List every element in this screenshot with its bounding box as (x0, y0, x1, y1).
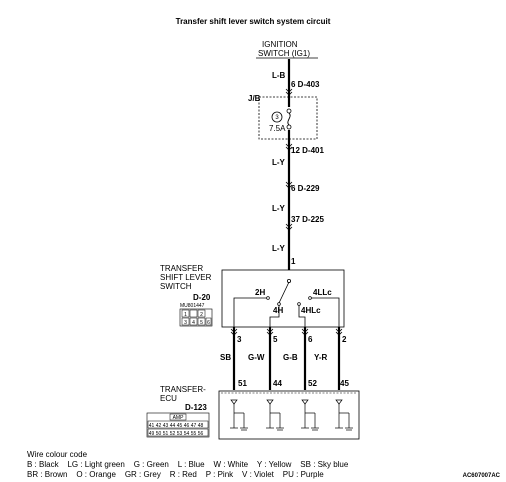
junction-block-label: J/B (248, 94, 261, 103)
connector-c2-symbol (285, 143, 293, 151)
connector-label-c3: 6 D-229 (291, 184, 320, 193)
switch-input-pin: 1 (291, 257, 296, 266)
fuse-number-circle (271, 111, 283, 123)
switch-output-pin-5: 5 (273, 335, 278, 344)
wire-label-gb: G-B (283, 353, 298, 362)
fuse-bottom-terminal (286, 124, 292, 130)
svg-text:49: 49 (149, 431, 155, 437)
svg-text:50: 50 (156, 431, 162, 437)
ecu-input-circuits (230, 399, 353, 431)
svg-text:3: 3 (184, 320, 187, 326)
svg-text:53: 53 (177, 431, 183, 437)
switch-output-pin-6: 6 (308, 335, 313, 344)
svg-text:44: 44 (170, 423, 176, 429)
svg-text:48: 48 (198, 423, 204, 429)
svg-text:1: 1 (184, 312, 187, 318)
ecu-pin-51: 51 (238, 379, 247, 388)
legend-heading: Wire colour code (27, 450, 88, 459)
svg-text:55: 55 (191, 431, 197, 437)
switch-output-pin-2: 2 (342, 335, 347, 344)
svg-text:46: 46 (184, 423, 190, 429)
svg-text:56: 56 (198, 431, 204, 437)
ecu-pin-44: 44 (273, 379, 282, 388)
wire-label-lb: L-B (272, 71, 286, 80)
ecu-label-1: TRANSFER- (160, 385, 206, 394)
connector-label-c1: 6 D-403 (291, 80, 320, 89)
svg-text:4: 4 (192, 320, 195, 326)
switch-label-1: TRANSFER (160, 264, 203, 273)
svg-text:52: 52 (170, 431, 176, 437)
svg-text:51: 51 (163, 431, 169, 437)
position-4h: 4H (273, 306, 283, 315)
wire-label-gw: G-W (248, 353, 265, 362)
svg-text:47: 47 (191, 423, 197, 429)
legend-line-2: BR : Brown O : Orange GR : Grey R : Red … (27, 470, 324, 479)
wire-label-sb: SB (220, 353, 231, 362)
position-4llc: 4LLc (313, 288, 332, 297)
wire-label-yr: Y-R (314, 353, 328, 362)
fuse-element (287, 112, 291, 126)
switch-label-3: SWITCH (160, 282, 192, 291)
switch-part-number: MU801447 (180, 303, 205, 309)
ignition-switch-label-2: SWITCH (IG1) (258, 49, 310, 58)
switch-output-pin-3: 3 (237, 335, 242, 344)
wire-label-ly1: L-Y (272, 158, 286, 167)
switch-internal-4llc (311, 297, 340, 327)
switch-internal-4hlc (298, 305, 306, 327)
switch-internal-4h (269, 305, 280, 327)
switch-lever (278, 281, 290, 304)
connector-c1-symbol (285, 88, 293, 96)
ecu-label-2: ECU (160, 394, 177, 403)
wire-label-ly2: L-Y (272, 204, 286, 213)
diagram-title: Transfer shift lever switch system circu… (176, 17, 331, 26)
switch-label-2: SHIFT LEVER (160, 273, 212, 282)
ecu-connector-type: AMP (173, 415, 185, 421)
connector-c3-symbol (285, 181, 293, 189)
ecu-pin-45: 45 (340, 379, 349, 388)
ecu-box (218, 390, 360, 440)
svg-text:45: 45 (177, 423, 183, 429)
svg-text:6: 6 (207, 320, 210, 326)
switch-connector-icon: MU801447 1 2 3 4 5 6 (179, 303, 213, 327)
ignition-switch-label-1: IGNITION (262, 40, 298, 49)
ecu-pin-52: 52 (308, 379, 317, 388)
wire-label-ly3: L-Y (272, 244, 286, 253)
svg-text:42: 42 (156, 423, 162, 429)
ecu-connector-icon: AMP 41 42 43 44 45 46 47 48 49 50 51 52 … (146, 412, 210, 438)
connector-label-c4: 37 D-225 (291, 215, 324, 224)
position-2h: 2H (255, 288, 265, 297)
connector-c4-symbol (285, 223, 293, 231)
figure-code: AC607007AC (463, 473, 501, 479)
connector-label-c2: 12 D-401 (291, 146, 324, 155)
legend-line-1: B : Black LG : Light green G : Green L :… (27, 460, 349, 469)
svg-text:41: 41 (149, 423, 155, 429)
fuse-number: 3 (275, 115, 279, 121)
svg-text:43: 43 (163, 423, 169, 429)
svg-text:5: 5 (200, 320, 203, 326)
switch-box (221, 269, 345, 328)
switch-internal-2h (233, 297, 267, 327)
position-4hlc: 4HLc (301, 306, 321, 315)
ecu-connector-label: D-123 (185, 403, 207, 412)
svg-text:2: 2 (200, 312, 203, 318)
fuse-rating: 7.5A (269, 124, 286, 133)
switch-connector-label: D-20 (193, 293, 211, 302)
fuse-top-terminal (286, 108, 292, 114)
svg-text:54: 54 (184, 431, 190, 437)
